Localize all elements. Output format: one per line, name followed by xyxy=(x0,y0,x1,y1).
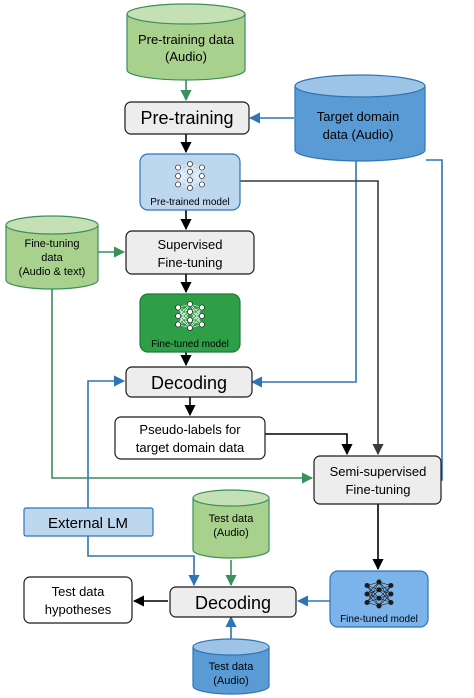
semi-line2: Fine-tuning xyxy=(345,482,410,497)
finetune-data-line1: Fine-tuning xyxy=(24,238,79,250)
edge-lm-to-decoding2 xyxy=(87,536,200,587)
pseudo-labels-box: Pseudo-labels for target domain data xyxy=(114,416,266,460)
test-top-line1: Test data xyxy=(209,513,255,525)
finetuned-model-green: Fine-tuned model xyxy=(139,293,241,353)
decoding-box-2: Decoding xyxy=(169,586,297,618)
pseudo-line1: Pseudo-labels for xyxy=(139,422,241,437)
semi-supervised-box: Semi-supervised Fine-tuning xyxy=(313,455,442,505)
finetune-data-line2: data xyxy=(41,252,63,264)
target-domain-cylinder: Target domain data (Audio) xyxy=(294,74,426,162)
edge-target-to-semi xyxy=(426,159,443,481)
test-hypotheses-box: Test data hypotheses xyxy=(23,576,133,624)
external-lm-label: External LM xyxy=(48,515,128,532)
pretraining-box: Pre-training xyxy=(124,101,250,135)
test-bottom-line2: (Audio) xyxy=(213,675,248,687)
decoding-box-1: Decoding xyxy=(125,366,253,398)
decoding-1-label: Decoding xyxy=(151,373,227,393)
external-lm-box: External LM xyxy=(23,507,154,537)
pretrained-model: Pre-trained model xyxy=(139,153,241,211)
pretrain-data-line2: (Audio) xyxy=(165,49,207,64)
hypotheses-line1: Test data xyxy=(52,584,106,599)
finetune-data-cylinder: Fine-tuning data (Audio & text) xyxy=(5,215,99,290)
pseudo-line2: target domain data xyxy=(136,440,245,455)
target-domain-line1: Target domain xyxy=(317,109,399,124)
edge-ftdata-to-semi xyxy=(51,289,314,484)
finetuned-model-blue: Fine-tuned model xyxy=(329,570,429,628)
finetune-data-line3: (Audio & text) xyxy=(19,266,86,278)
pretrained-model-label: Pre-trained model xyxy=(150,197,229,208)
target-domain-line2: data (Audio) xyxy=(323,127,394,142)
supervised-line1: Supervised xyxy=(157,237,222,252)
test-top-line2: (Audio) xyxy=(213,527,248,539)
test-bottom-line1: Test data xyxy=(209,661,255,673)
test-data-bottom-cylinder: Test data (Audio) xyxy=(192,638,270,695)
finetuned-model-2-label: Fine-tuned model xyxy=(340,614,418,625)
test-data-top-cylinder: Test data (Audio) xyxy=(192,489,270,559)
supervised-line2: Fine-tuning xyxy=(157,255,222,270)
edge-pseudo-to-semi xyxy=(264,433,353,456)
pretrain-data-line1: Pre-training data xyxy=(138,32,235,47)
edge-target-to-decoding1 xyxy=(250,160,357,388)
finetuned-model-1-label: Fine-tuned model xyxy=(151,339,229,350)
pretrain-data-cylinder: Pre-training data (Audio) xyxy=(126,3,246,81)
hypotheses-line2: hypotheses xyxy=(45,602,112,617)
decoding-2-label: Decoding xyxy=(195,593,271,613)
pretraining-label: Pre-training xyxy=(140,108,233,128)
supervised-finetuning-box: Supervised Fine-tuning xyxy=(125,230,255,275)
edge-pretrained-to-semi xyxy=(240,180,384,456)
semi-line1: Semi-supervised xyxy=(330,464,427,479)
edge-lm-to-decoding1 xyxy=(87,375,126,508)
